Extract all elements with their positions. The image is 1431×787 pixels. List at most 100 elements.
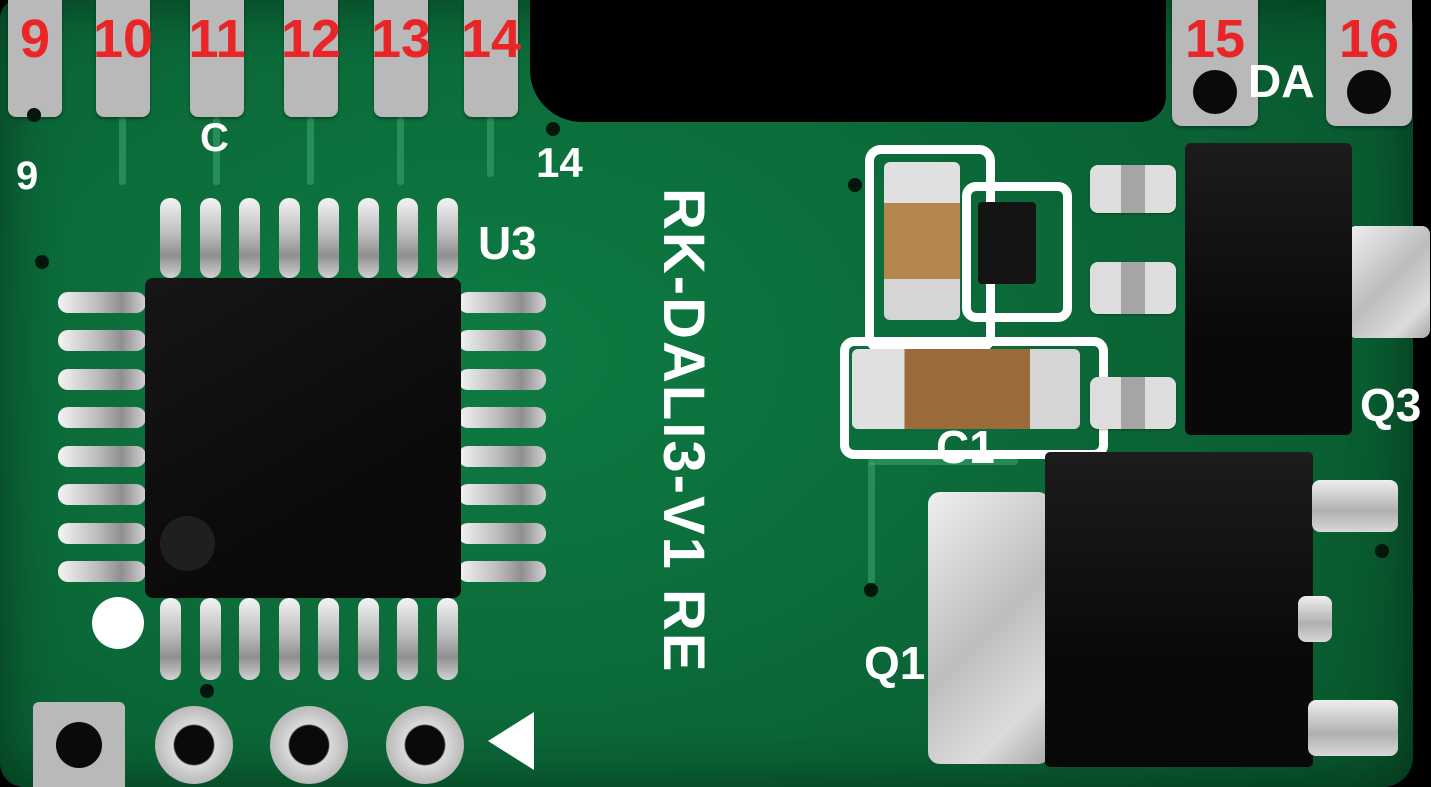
- u3-pin-row-right: [458, 292, 546, 582]
- drill-hole: [27, 108, 41, 122]
- edge-pad-9: 9: [8, 0, 62, 117]
- fiducial-dot: [92, 597, 144, 649]
- pin-number-label: 11: [188, 9, 246, 69]
- u3-pin: [458, 484, 546, 506]
- pin-number-label: 12: [280, 9, 342, 69]
- board-edge-cutout: [530, 0, 1166, 122]
- smd-pad-pair: [1090, 165, 1176, 213]
- edge-pad-13: 13: [370, 0, 432, 117]
- u3-pin: [458, 330, 546, 352]
- silkscreen-c-label: C: [200, 116, 229, 160]
- drill-hole: [848, 178, 862, 192]
- pin-number-label: 16: [1338, 9, 1400, 69]
- u3-pin: [239, 198, 261, 278]
- edge-pad-15: 15: [1172, 0, 1258, 126]
- silkscreen-model-text: RK-DALI3-V1 RE: [651, 188, 716, 674]
- silkscreen-q1-label: Q1: [864, 637, 926, 689]
- edge-pad-10: 10: [92, 0, 154, 117]
- u3-pin: [318, 198, 340, 278]
- copper-trace: [868, 458, 1018, 465]
- u3-pin: [239, 598, 261, 680]
- u3-pin: [160, 598, 181, 680]
- edge-pad-11: 11: [188, 0, 246, 117]
- u3-pin: [58, 560, 146, 582]
- smd-pad-pair: [1090, 262, 1176, 314]
- drill-hole: [546, 122, 560, 136]
- u3-pin-row-top: [160, 198, 458, 278]
- drill-hole: [1375, 544, 1389, 558]
- smd-pad-pair: [1090, 377, 1176, 429]
- pin-number-label: 14: [460, 9, 522, 69]
- drill-hole: [864, 583, 878, 597]
- u3-pin: [357, 598, 379, 680]
- u3-pin: [58, 484, 146, 506]
- pad-drill-hole: [1347, 70, 1391, 114]
- u3-pin: [278, 598, 300, 680]
- through-hole-pad: [155, 706, 233, 784]
- u3-pin: [458, 560, 546, 582]
- component-lead: [1312, 480, 1398, 532]
- copper-trace: [307, 117, 314, 185]
- component-lead: [1308, 700, 1398, 756]
- u3-pin-row-bottom: [160, 598, 458, 680]
- through-hole-pad: [386, 706, 464, 784]
- component-lead: [1298, 596, 1332, 642]
- u3-pin: [58, 522, 146, 544]
- u3-pin: [58, 407, 146, 429]
- u3-pin: [58, 330, 146, 352]
- copper-trace: [487, 117, 494, 177]
- edge-pad-16: 16: [1326, 0, 1412, 126]
- through-hole-pad: [270, 706, 348, 784]
- silkscreen-outline: [962, 182, 1072, 322]
- u3-pin: [397, 198, 419, 278]
- mounting-pad: [33, 702, 125, 787]
- u3-pin: [458, 522, 546, 544]
- silkscreen-c1-label: C1: [936, 421, 995, 473]
- u3-pin: [58, 445, 146, 467]
- u3-pin: [458, 368, 546, 390]
- q3-solder-tab: [1348, 226, 1430, 338]
- u3-pin: [458, 407, 546, 429]
- u3-pin: [458, 292, 546, 313]
- u3-pin-row-left: [58, 292, 146, 582]
- edge-pad-12: 12: [280, 0, 342, 117]
- u3-pin: [58, 292, 146, 313]
- pad-drill-hole: [56, 722, 102, 768]
- u3-pin: [199, 598, 221, 680]
- u3-pin1-marker: [160, 516, 215, 571]
- silkscreen-q3-label: Q3: [1360, 379, 1422, 431]
- capacitor-c1: [852, 349, 1080, 429]
- u3-pin: [199, 198, 221, 278]
- pad-drill-hole: [1193, 70, 1237, 114]
- q3-transistor-body: [1185, 143, 1352, 435]
- pin-number-label: 10: [92, 9, 154, 69]
- triangle-marker: [488, 712, 534, 770]
- u3-pin: [278, 198, 300, 278]
- copper-trace: [213, 117, 220, 185]
- pin-number-label: 13: [370, 9, 432, 69]
- u3-pin: [58, 368, 146, 390]
- silkscreen-da-label: DA: [1248, 55, 1315, 107]
- copper-trace: [397, 117, 404, 185]
- pin-number-label: 9: [19, 9, 51, 69]
- u3-pin: [318, 598, 340, 680]
- u3-pin: [458, 445, 546, 467]
- copper-trace: [119, 117, 126, 185]
- q1-solder-tab: [928, 492, 1050, 764]
- silkscreen-pin9-label: 9: [16, 154, 39, 198]
- u3-pin: [160, 198, 181, 278]
- copper-trace: [868, 462, 875, 584]
- u3-pin: [357, 198, 379, 278]
- u3-pin: [436, 598, 458, 680]
- u3-pin: [436, 198, 458, 278]
- u3-pin: [397, 598, 419, 680]
- q1-mosfet-body: [1045, 452, 1313, 767]
- silkscreen-pin14-label: 14: [536, 139, 583, 186]
- drill-hole: [35, 255, 49, 269]
- pin-number-label: 15: [1184, 9, 1246, 69]
- edge-pad-14: 14: [460, 0, 522, 117]
- drill-hole: [200, 684, 214, 698]
- silkscreen-u3-label: U3: [478, 217, 537, 269]
- capacitor: [884, 162, 960, 320]
